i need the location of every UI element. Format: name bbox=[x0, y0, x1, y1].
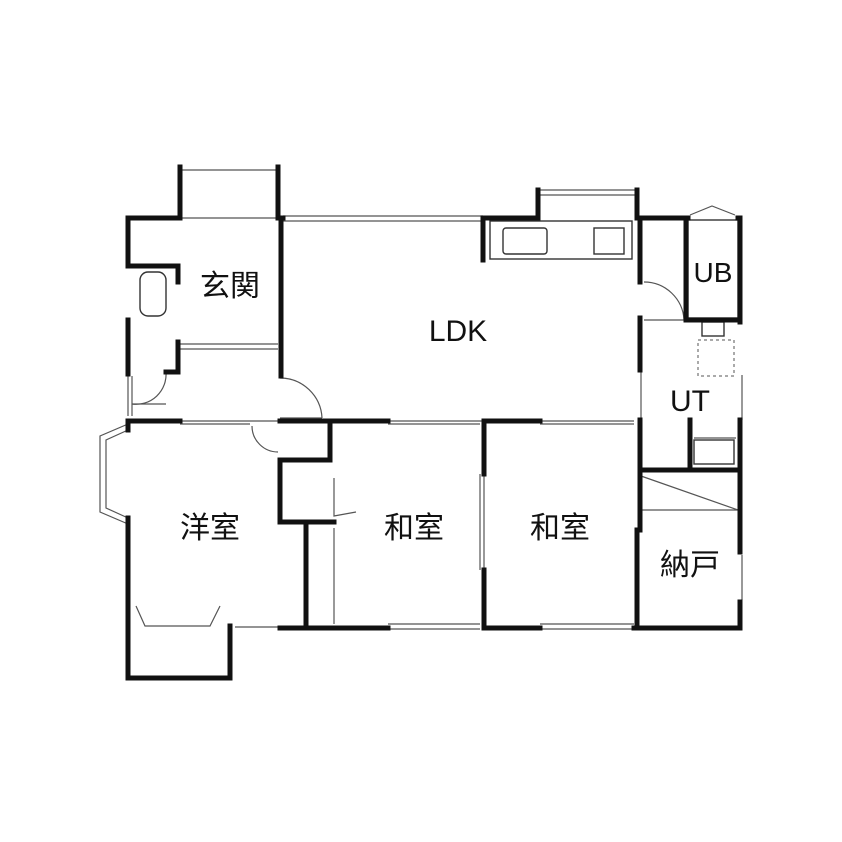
room-label-entrance: 玄関 bbox=[200, 270, 260, 303]
room-label-storage: 納戸 bbox=[660, 549, 720, 582]
room-label-utility: UT bbox=[670, 385, 710, 418]
room-label-bath: UB bbox=[694, 257, 733, 288]
room-label-japanese-room-2: 和室 bbox=[530, 512, 590, 545]
room-label-western-room: 洋室 bbox=[180, 512, 240, 545]
room-label-japanese-room-1: 和室 bbox=[384, 512, 444, 545]
thin-lines bbox=[99, 169, 743, 630]
door-swings bbox=[131, 281, 685, 517]
room-labels: 玄関 LDK UB UT 洋室 和室 和室 納戸 bbox=[180, 257, 732, 582]
room-label-ldk: LDK bbox=[429, 315, 487, 348]
fixtures bbox=[139, 205, 739, 465]
walls bbox=[125, 164, 743, 681]
